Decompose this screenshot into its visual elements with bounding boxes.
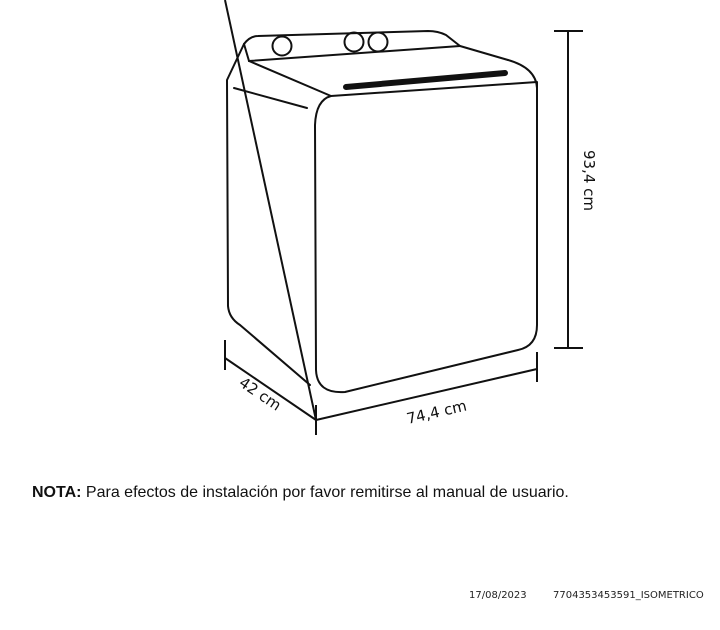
- front-panel: [314, 81, 538, 394]
- installation-note: NOTA: Para efectos de instalación por fa…: [32, 484, 569, 502]
- washing-machine-isometric-drawing: 93,4 cm 42 cm 74,4 cm: [224, 0, 598, 435]
- note-label: NOTA:: [32, 484, 82, 501]
- height-dimension: [554, 30, 583, 349]
- width-dimension: [315, 352, 538, 421]
- depth-label: 42 cm: [236, 373, 285, 414]
- width-label: 74,4 cm: [405, 397, 469, 428]
- lid-left-edge: [248, 60, 332, 97]
- knob-icon: [343, 31, 365, 53]
- footer-date: 17/08/2023: [469, 590, 527, 601]
- side-outline: [226, 43, 311, 386]
- side-crease-line: [233, 87, 308, 109]
- console-left-edge: [243, 43, 250, 62]
- height-label: 93,4 cm: [580, 150, 598, 211]
- console-front-edge: [248, 45, 461, 62]
- console-outline: [243, 30, 509, 61]
- note-text: Para efectos de instalación por favor re…: [85, 484, 569, 501]
- knob-icon: [271, 35, 293, 57]
- footer-code: 7704353453591_ISOMETRICO: [553, 590, 704, 601]
- knob-icon: [367, 31, 389, 53]
- depth-dimension: [224, 0, 317, 435]
- lid-handle-slot: [343, 70, 508, 90]
